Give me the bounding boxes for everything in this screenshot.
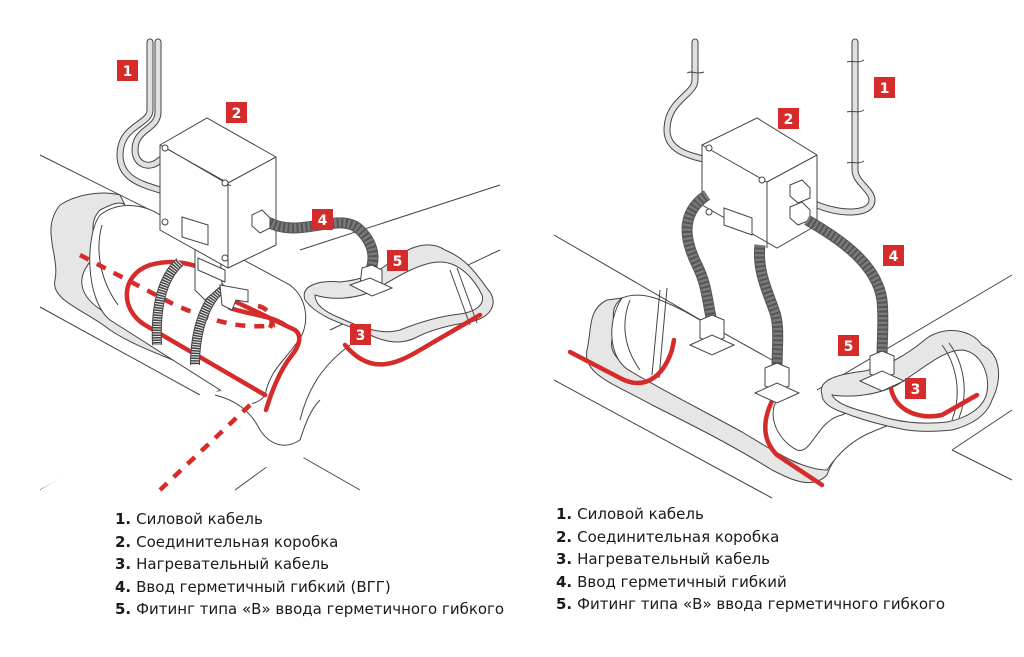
junction-box-left xyxy=(159,117,277,283)
svg-text:4: 4 xyxy=(889,249,899,265)
legend-item: 2.Соединительная коробка xyxy=(115,532,339,551)
badge-4: 4 xyxy=(883,245,904,266)
strap-right xyxy=(449,269,471,326)
legend-item: 5.Фитинг типа «В» ввода герметичного гиб… xyxy=(556,595,946,613)
heating-cable-2 xyxy=(763,394,825,488)
flexible-conduits-right xyxy=(681,190,889,371)
heating-cable-hidden xyxy=(78,253,276,329)
badge-1: 1 xyxy=(874,77,895,98)
svg-text:4: 4 xyxy=(318,213,328,229)
badge-3: 3 xyxy=(905,378,926,399)
strap-left xyxy=(651,289,661,376)
pipe-lower xyxy=(40,391,360,490)
junction-box-right xyxy=(701,117,818,249)
legend-item: 4.Ввод герметичный гибкий xyxy=(556,572,787,591)
fittings-right xyxy=(688,314,906,404)
svg-text:1: 1 xyxy=(880,81,890,97)
power-cable-left xyxy=(116,38,164,194)
badge-1: 1 xyxy=(117,60,138,81)
svg-text:3: 3 xyxy=(911,382,921,398)
badge-5: 5 xyxy=(387,250,408,271)
left-diagram-svg: 1 2 3 4 5 xyxy=(39,38,501,492)
pipe-branch-edge xyxy=(299,344,351,421)
svg-text:2: 2 xyxy=(232,106,242,122)
flexible-conduit-left xyxy=(251,209,394,297)
legend-item: 4.Ввод герметичный гибкий (ВГГ) xyxy=(115,577,391,596)
heating-cable-left xyxy=(124,262,268,398)
right-legend: 1.Силовой кабель 2.Соединительная коробк… xyxy=(556,503,945,616)
svg-text:1: 1 xyxy=(123,64,133,80)
badge-3: 3 xyxy=(350,324,371,345)
legend-item: 3.Нагревательный кабель xyxy=(556,550,770,568)
svg-text:5: 5 xyxy=(393,254,403,270)
pipe-exposed-left xyxy=(89,205,307,405)
svg-text:2: 2 xyxy=(784,112,794,128)
legend-item: 3.Нагревательный кабель xyxy=(115,555,329,573)
power-cable-right xyxy=(663,38,876,216)
badge-4: 4 xyxy=(312,209,333,230)
legend-item: 1.Силовой кабель xyxy=(556,505,704,523)
left-installation-diagram: 1 2 3 4 5 xyxy=(0,0,512,500)
heating-cable-1 xyxy=(567,337,677,386)
svg-text:3: 3 xyxy=(356,328,366,344)
left-legend: 1.Силовой кабель 2.Соединительная коробк… xyxy=(115,508,504,621)
badge-5: 5 xyxy=(838,335,859,356)
legend-item: 5.Фитинг типа «В» ввода герметичного гиб… xyxy=(115,600,505,618)
right-installation-diagram: 1 2 3 4 5 xyxy=(512,0,1024,500)
right-diagram-svg: 1 2 3 4 5 xyxy=(553,38,1013,499)
badge-2: 2 xyxy=(226,102,247,123)
heating-cable-3 xyxy=(887,379,980,419)
strap-right xyxy=(941,344,958,421)
badge-2: 2 xyxy=(778,108,799,129)
svg-text:5: 5 xyxy=(844,339,854,355)
legend-item: 1.Силовой кабель xyxy=(115,510,263,528)
legend-item: 2.Соединительная коробка xyxy=(556,527,780,546)
